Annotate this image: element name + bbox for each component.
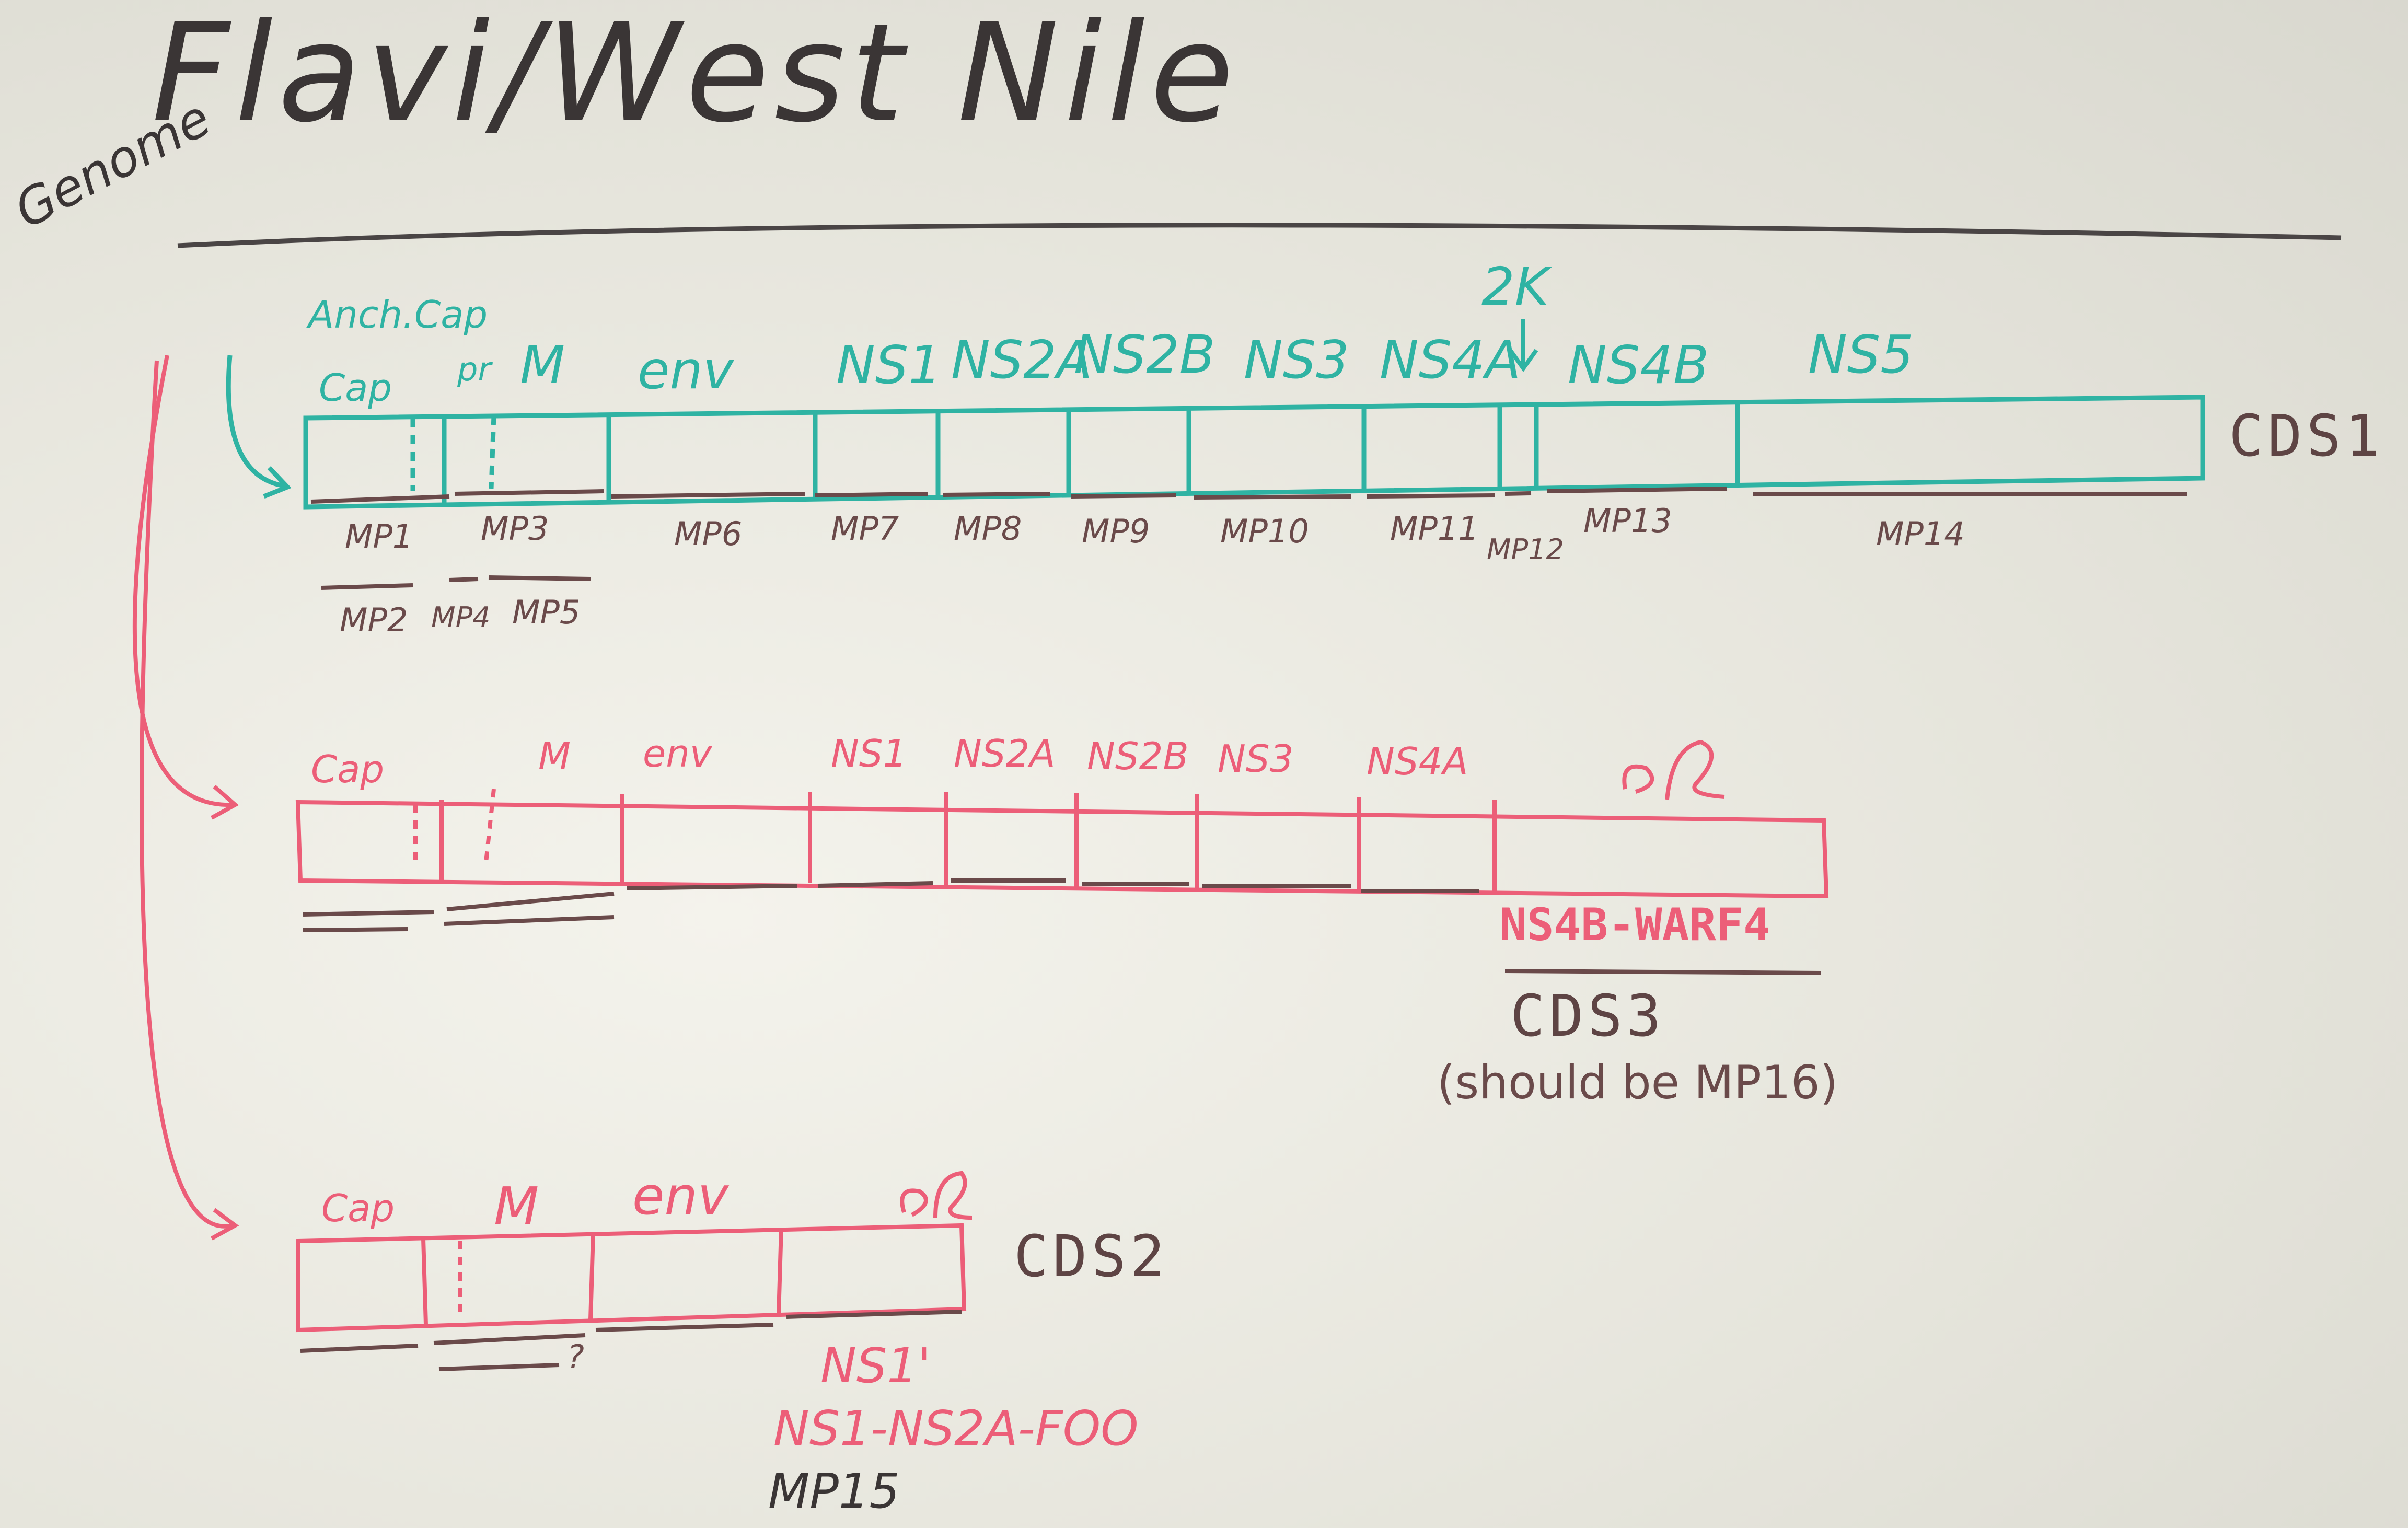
board-title: Flavi/West Nile: [152, 0, 1239, 153]
anchcap-label: Anch.Cap: [308, 293, 488, 337]
mp-label: MP9: [1082, 512, 1150, 550]
cds1-seg-ns2b: NS2B: [1074, 324, 1215, 385]
mp-label: MP10: [1220, 512, 1309, 550]
cds1-seg-ns5: NS5: [1808, 324, 1914, 385]
cds3-product: NS4B-WARF4: [1500, 899, 1770, 951]
mp-label: MP1: [345, 517, 413, 555]
genome-arrows: [132, 355, 233, 807]
cds3-seg-ns1: NS1: [831, 732, 907, 775]
cds1-seg-ns3: NS3: [1244, 329, 1349, 390]
twok-label: 2K: [1481, 256, 1549, 317]
cds3-label: CDS3: [1510, 982, 1665, 1049]
cds2-seg-m: M: [494, 1176, 539, 1237]
cds1-arrow: [226, 355, 285, 489]
cds1-label: CDS1: [2229, 402, 2384, 469]
mp-label: MP7: [831, 510, 899, 548]
cds2-product: NS1': [820, 1338, 931, 1394]
cds2-seg-env: env: [632, 1165, 729, 1226]
genome-line: [177, 223, 2342, 248]
cds2-product-full: NS1-NS2A-FOO: [773, 1400, 1139, 1456]
cds1-seg-ns4a: NS4A: [1380, 329, 1521, 390]
cds1-seg-ns2a: NS2A: [951, 329, 1093, 390]
cds3-seg-m: M: [538, 734, 571, 778]
cds2-mp: MP15: [768, 1463, 900, 1519]
cds1-seg-cap: Cap: [319, 366, 392, 410]
mp-label: MP2: [340, 601, 408, 639]
mp-label: MP3: [481, 510, 549, 548]
cds3-seg-ns4a: NS4A: [1367, 739, 1468, 783]
mp-label: MP5: [512, 593, 581, 631]
cds1-seg-m: M: [520, 334, 565, 396]
cds3-seg-ns3: NS3: [1218, 737, 1294, 781]
cds1-seg-env: env: [638, 340, 734, 401]
cds2-mp-lines: [300, 1310, 962, 1371]
cds2-label: CDS2: [1014, 1223, 1169, 1290]
cds3-seg-cap: Cap: [311, 747, 385, 791]
mp-label: MP6: [674, 515, 743, 553]
cds3-mp-lines: [303, 878, 1822, 975]
mp-label: MP11: [1390, 510, 1479, 548]
cds3-note: (should be MP16): [1437, 1056, 1838, 1109]
cds3-bar: [295, 739, 1829, 899]
cds2-seg-cap: Cap: [321, 1186, 395, 1230]
mp-label: MP8: [954, 510, 1022, 548]
cds2-bar: [296, 1171, 973, 1333]
mp-label: MP14: [1876, 515, 1965, 553]
mp-label: MP13: [1583, 502, 1672, 540]
cds3-seg-ns2a: NS2A: [954, 732, 1056, 775]
cds1-bar: [303, 395, 2205, 510]
cds2-question: ?: [567, 1338, 584, 1376]
cds1-mp-lines: [310, 487, 2187, 590]
mp-label: MP12: [1487, 533, 1564, 566]
mp-label: MP4: [431, 601, 491, 634]
cds1-seg-ns4b: NS4B: [1568, 334, 1709, 396]
cds3-seg-ns2b: NS2B: [1087, 734, 1189, 778]
cds1-seg-ns1: NS1: [836, 334, 942, 396]
cds1-seg-pr: pr: [457, 350, 491, 388]
cds3-seg-env: env: [643, 732, 712, 775]
